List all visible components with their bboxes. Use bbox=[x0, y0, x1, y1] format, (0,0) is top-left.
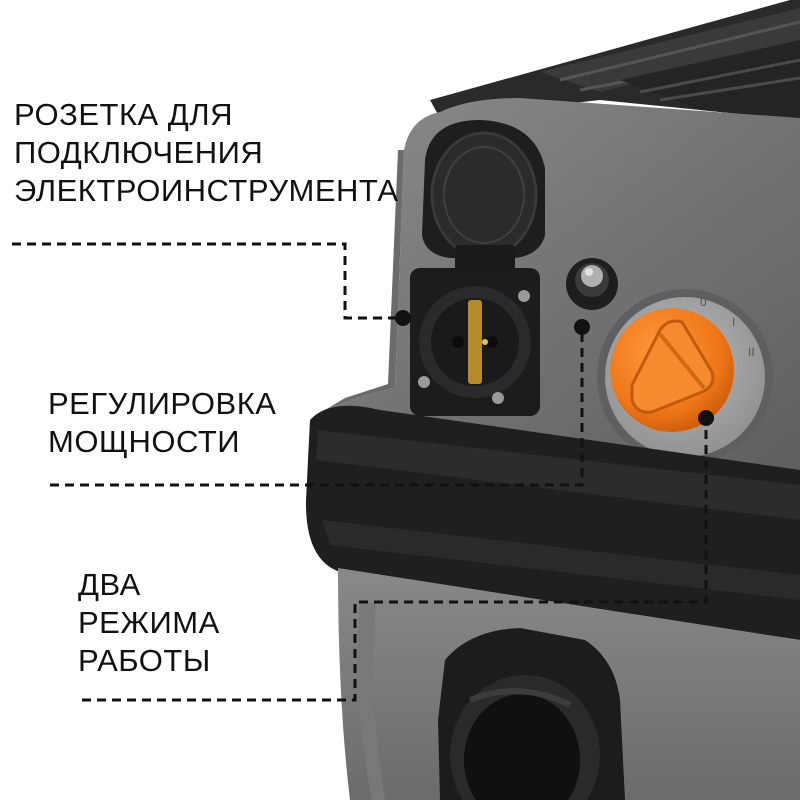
leader-lines bbox=[12, 242, 708, 702]
leader-line-socket bbox=[12, 242, 398, 320]
svg-text:II: II bbox=[748, 345, 755, 359]
svg-text:0: 0 bbox=[700, 295, 707, 309]
leader-dot-modes bbox=[698, 410, 714, 426]
mode-switch-icon: 0 I II bbox=[597, 289, 773, 465]
socket-icon bbox=[410, 120, 545, 416]
leader-dot-power bbox=[574, 319, 590, 335]
leader-dot-socket bbox=[395, 310, 411, 326]
label-socket-for-power-tools: РОЗЕТКА ДЛЯ ПОДКЛЮЧЕНИЯ ЭЛЕКТРОИНСТРУМЕН… bbox=[14, 97, 399, 208]
label-two-operating-modes: ДВА РЕЖИМА РАБОТЫ bbox=[78, 567, 220, 678]
svg-text:I: I bbox=[732, 315, 735, 329]
leader-line-power bbox=[50, 332, 584, 487]
top-lid bbox=[430, 0, 800, 120]
power-knob-icon bbox=[566, 258, 618, 310]
leader-line-modes bbox=[82, 422, 708, 702]
hose-inlet bbox=[438, 628, 625, 800]
label-power-adjustment: РЕГУЛИРОВКА МОЩНОСТИ bbox=[48, 386, 277, 459]
black-band bbox=[305, 405, 800, 640]
